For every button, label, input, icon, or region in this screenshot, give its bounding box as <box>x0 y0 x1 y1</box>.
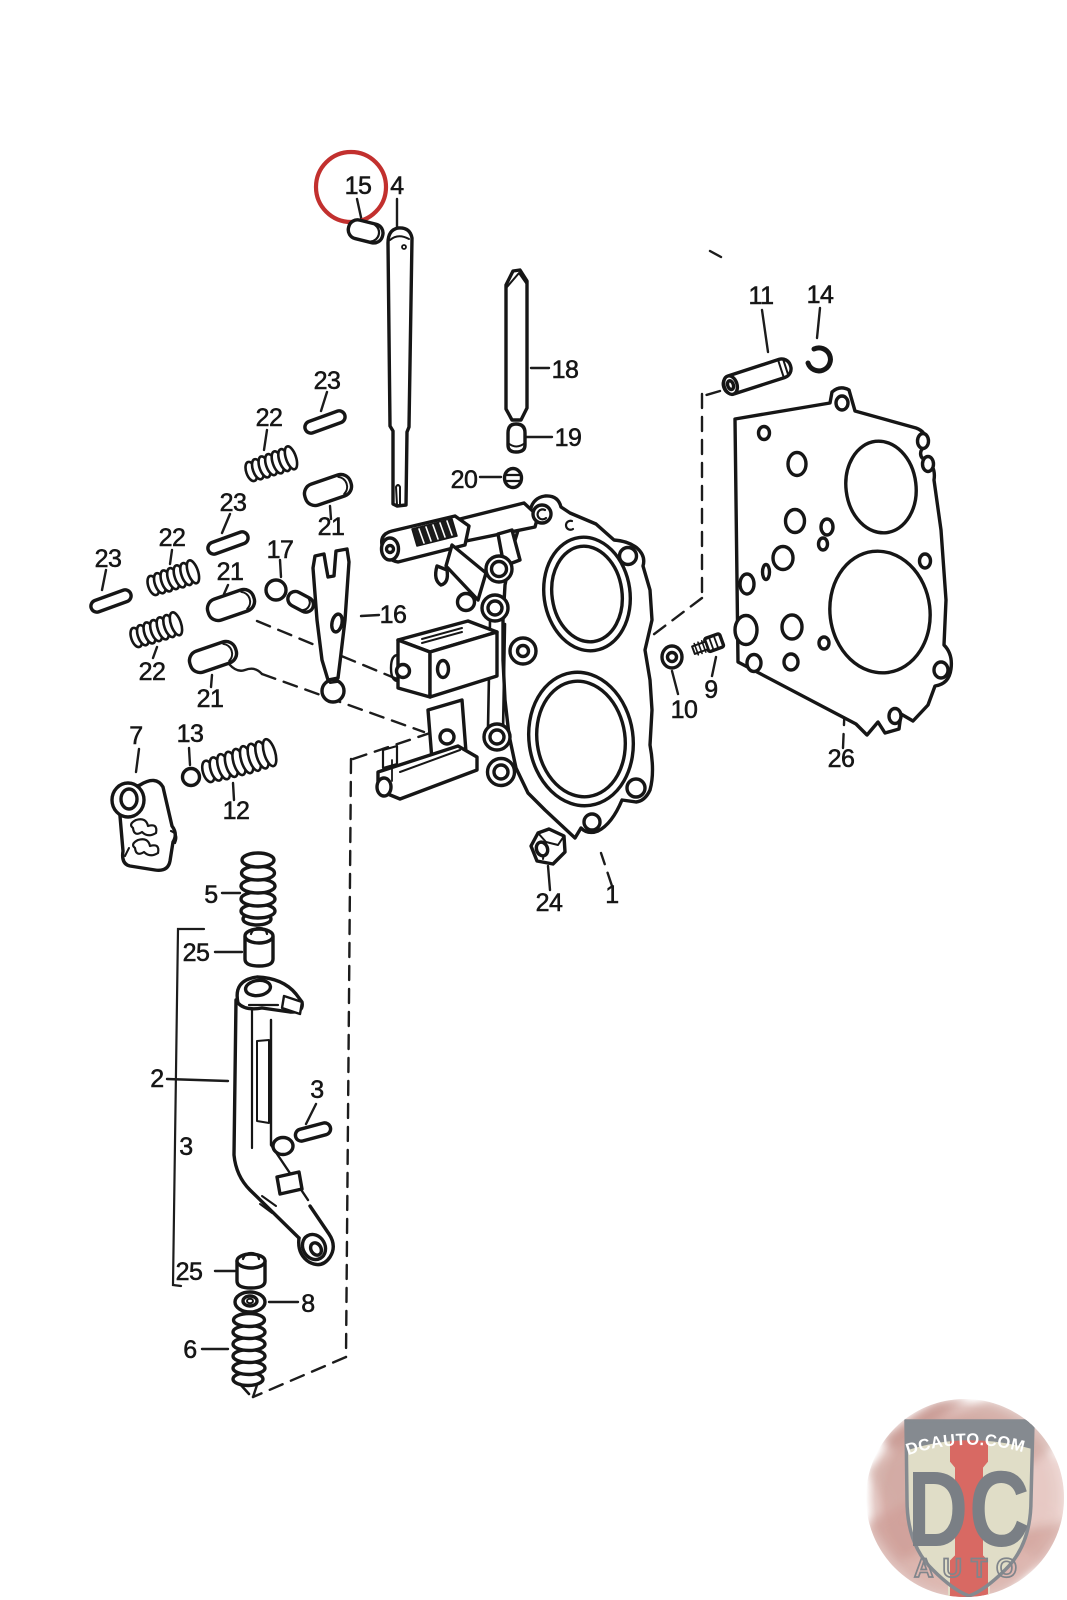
svg-text:22: 22 <box>256 404 283 432</box>
svg-text:3: 3 <box>179 1133 192 1161</box>
svg-text:15: 15 <box>345 172 372 200</box>
svg-text:4: 4 <box>390 172 404 200</box>
svg-text:DC: DC <box>907 1448 1030 1570</box>
svg-text:6: 6 <box>183 1336 196 1364</box>
svg-text:AUTO: AUTO <box>914 1553 1026 1583</box>
svg-text:22: 22 <box>159 524 186 552</box>
svg-text:7: 7 <box>129 722 142 750</box>
svg-text:11: 11 <box>749 282 774 310</box>
svg-text:17: 17 <box>267 536 294 564</box>
svg-text:1: 1 <box>605 881 618 909</box>
svg-text:16: 16 <box>380 601 407 629</box>
svg-text:12: 12 <box>223 797 250 825</box>
svg-text:8: 8 <box>301 1290 314 1318</box>
svg-text:23: 23 <box>95 545 122 573</box>
svg-text:24: 24 <box>536 889 563 917</box>
svg-text:25: 25 <box>183 939 210 967</box>
svg-text:9: 9 <box>704 676 717 704</box>
svg-text:19: 19 <box>555 424 582 452</box>
svg-text:13: 13 <box>177 720 204 748</box>
svg-text:21: 21 <box>318 513 345 541</box>
svg-text:22: 22 <box>139 658 166 686</box>
svg-text:10: 10 <box>671 696 698 724</box>
svg-text:20: 20 <box>451 466 478 494</box>
svg-text:25: 25 <box>176 1258 203 1286</box>
svg-text:5: 5 <box>204 881 217 909</box>
svg-text:21: 21 <box>217 558 244 586</box>
svg-text:21: 21 <box>197 685 224 713</box>
svg-text:23: 23 <box>314 367 341 395</box>
svg-text:2: 2 <box>150 1065 163 1093</box>
svg-text:14: 14 <box>807 281 834 309</box>
svg-text:23: 23 <box>220 489 247 517</box>
svg-text:18: 18 <box>552 356 579 384</box>
svg-text:26: 26 <box>828 745 855 773</box>
svg-text:3: 3 <box>310 1076 323 1104</box>
